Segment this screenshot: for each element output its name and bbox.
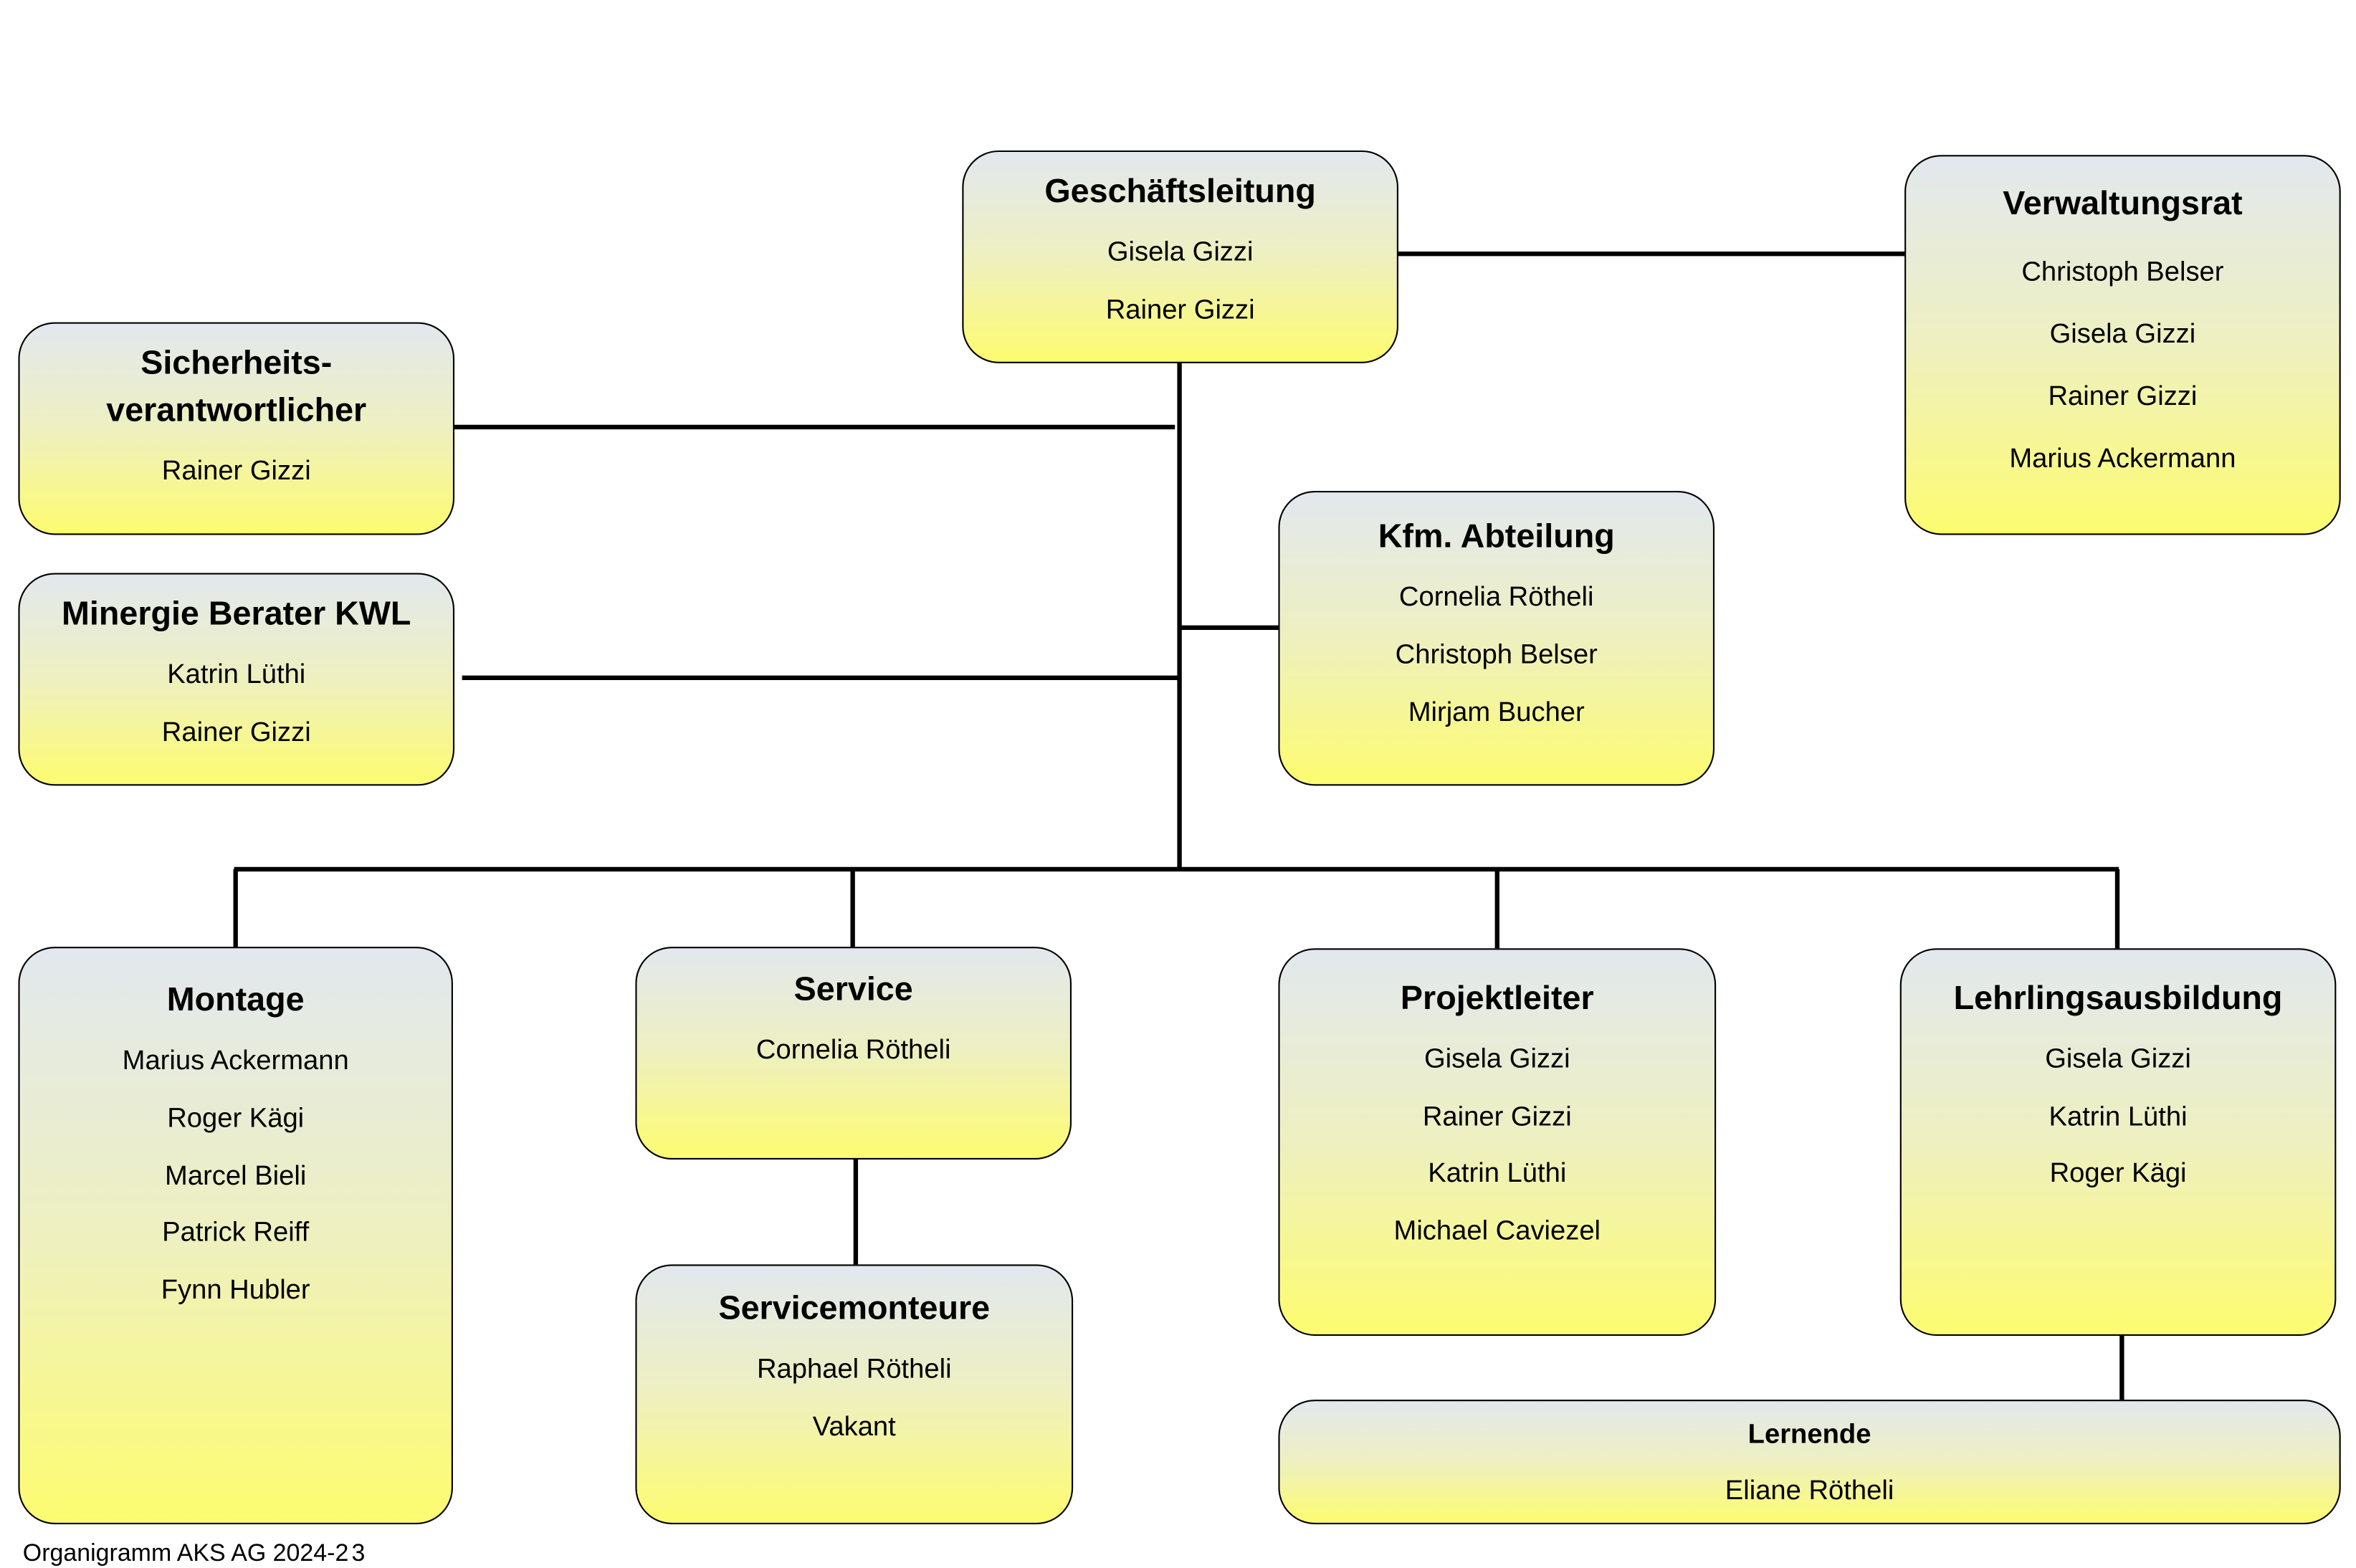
box-title: Servicemonteure	[718, 1289, 991, 1327]
box-title: Montage	[166, 980, 305, 1018]
member-name: Roger Kägi	[167, 1102, 305, 1133]
member-name: Katrin Lüthi	[2049, 1100, 2188, 1131]
member-name: Cornelia Rötheli	[1398, 581, 1594, 612]
member-name: Katrin Lüthi	[1428, 1157, 1567, 1189]
member-name: Christoph Belser	[1395, 639, 1598, 670]
box-title: Sicherheits-	[140, 343, 333, 382]
member-name: Gisela Gizzi	[1423, 1043, 1570, 1074]
member-name: Gisela Gizzi	[2045, 1043, 2191, 1074]
box-title: Lernende	[1747, 1418, 1871, 1449]
member-name: Rainer Gizzi	[1105, 294, 1255, 325]
box-title: Geschäftsleitung	[1044, 171, 1316, 210]
member-name: Rainer Gizzi	[161, 455, 311, 486]
member-name: Gisela Gizzi	[1107, 236, 1254, 267]
member-name: Mirjam Bucher	[1408, 697, 1585, 727]
box-title: verantwortlicher	[106, 390, 367, 429]
footer-text: Organigramm AKS AG 2024-2	[22, 1541, 349, 1567]
member-name: Gisela Gizzi	[2049, 318, 2196, 349]
member-name: Vakant	[812, 1410, 896, 1442]
member-name: Marcel Bieli	[165, 1160, 307, 1190]
member-name: Marius Ackermann	[122, 1044, 349, 1076]
member-name: Marius Ackermann	[2009, 443, 2236, 474]
member-name: Rainer Gizzi	[2048, 381, 2198, 411]
member-name: Patrick Reiff	[162, 1217, 310, 1248]
box-title: Kfm. Abteilung	[1378, 517, 1615, 555]
member-name: Roger Kägi	[2049, 1157, 2187, 1188]
member-name: Katrin Lüthi	[167, 659, 306, 689]
member-name: Christoph Belser	[2021, 256, 2224, 287]
box-title: Minergie Berater KWL	[62, 594, 411, 633]
member-name: Eliane Rötheli	[1725, 1475, 1894, 1506]
box-title: Verwaltungsrat	[2003, 183, 2243, 222]
member-name: Cornelia Rötheli	[755, 1034, 951, 1065]
member-name: Rainer Gizzi	[161, 716, 311, 747]
box-title: Service	[793, 969, 913, 1008]
member-name: Michael Caviezel	[1393, 1215, 1601, 1246]
member-name: Rainer Gizzi	[1422, 1100, 1572, 1132]
box-title: Projektleiter	[1400, 978, 1594, 1017]
box-title: Lehrlingsausbildung	[1953, 978, 2283, 1017]
member-name: Raphael Rötheli	[756, 1353, 952, 1384]
footer-overlay-text: 3	[351, 1541, 366, 1567]
member-name: Fynn Hubler	[161, 1274, 310, 1305]
